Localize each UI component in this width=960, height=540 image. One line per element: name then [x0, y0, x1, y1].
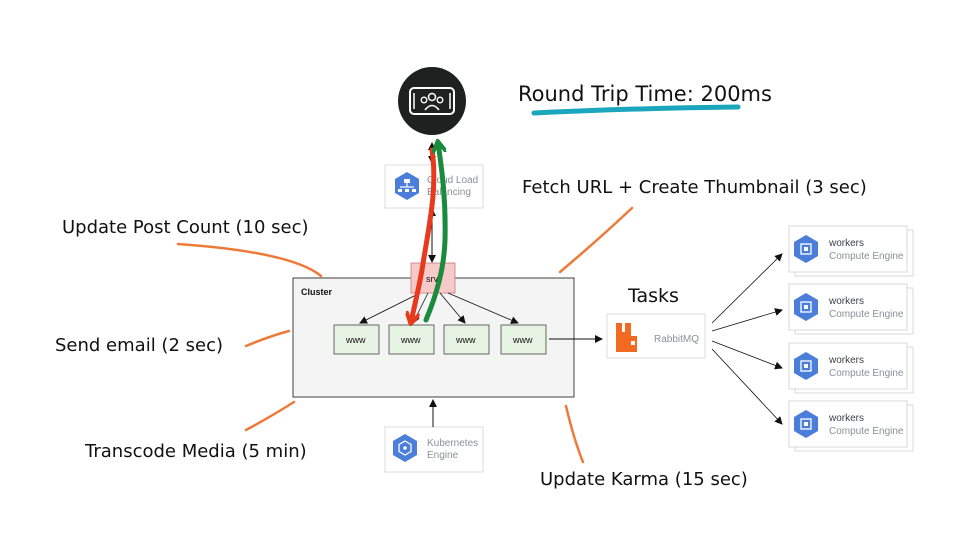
compute-engine-icon [794, 235, 818, 263]
update-karma-callout [564, 404, 585, 464]
transcode-callout [244, 400, 296, 432]
round-trip-annotation: Round Trip Time: 200ms [518, 82, 772, 106]
kubernetes-icon [393, 434, 417, 462]
worker-card: workers Compute Engine [788, 342, 914, 394]
svg-text:Compute Engine: Compute Engine [829, 426, 904, 437]
svg-text:workers: workers [828, 296, 864, 307]
srv-to-www-4-arrow [447, 292, 519, 324]
request-path-arrow [411, 147, 437, 322]
srv-label: srv [426, 274, 438, 284]
compute-engine-icon [794, 410, 818, 438]
www-node: www [443, 324, 490, 355]
rabbitmq-to-worker-4-arrow [711, 348, 783, 425]
worker-card: workers Compute Engine [788, 225, 914, 277]
www-node: www [500, 324, 547, 355]
www-node: www [333, 324, 380, 355]
update-post-annotation: Update Post Count (10 sec) [62, 217, 309, 238]
send-email-callout [244, 329, 291, 348]
update-post-callout [176, 242, 323, 278]
load-balancer-icon [395, 172, 419, 200]
rabbitmq-label: RabbitMQ [654, 334, 699, 345]
response-path-arrow [423, 143, 448, 323]
srv-to-www-1-arrow [359, 292, 421, 324]
rabbitmq-icon [616, 323, 637, 352]
client-users-icon [398, 67, 466, 135]
svg-text:Compute Engine: Compute Engine [829, 368, 904, 379]
update-karma-annotation: Update Karma (15 sec) [540, 469, 748, 490]
compute-engine-icon [794, 352, 818, 380]
transcode-annotation: Transcode Media (5 min) [84, 441, 307, 462]
svg-text:www: www [455, 335, 476, 345]
cluster-label: Cluster [301, 287, 333, 297]
worker-card: workers Compute Engine [788, 283, 914, 335]
svg-text:www: www [345, 335, 366, 345]
tasks-annotation: Tasks [627, 285, 679, 307]
kubernetes-label-2: Engine [427, 450, 459, 461]
load-balancer-label-1: Cloud Load [427, 175, 478, 186]
svg-text:workers: workers [828, 413, 864, 424]
rabbitmq-to-worker-1-arrow [711, 253, 783, 324]
svg-text:www: www [512, 335, 533, 345]
svg-text:Compute Engine: Compute Engine [829, 309, 904, 320]
svg-text:workers: workers [828, 355, 864, 366]
load-balancer-label-2: Balancing [427, 187, 471, 198]
srv-to-www-3-arrow [439, 292, 466, 324]
www-node: www [388, 324, 435, 355]
worker-card: workers Compute Engine [788, 400, 914, 452]
fetch-url-callout [558, 206, 634, 274]
compute-engine-icon [794, 293, 818, 321]
kubernetes-label-1: Kubernetes [427, 438, 478, 449]
svg-text:workers: workers [828, 238, 864, 249]
rabbitmq-to-worker-3-arrow [711, 340, 783, 370]
send-email-annotation: Send email (2 sec) [55, 335, 223, 356]
round-trip-underline [531, 104, 741, 116]
kubernetes-engine-card: Kubernetes Engine [384, 426, 484, 473]
svg-text:www: www [400, 335, 421, 345]
rabbitmq-to-worker-2-arrow [711, 308, 783, 332]
rabbitmq-card: RabbitMQ [606, 313, 706, 359]
fetch-url-annotation: Fetch URL + Create Thumbnail (3 sec) [522, 177, 867, 198]
svg-text:Compute Engine: Compute Engine [829, 251, 904, 262]
